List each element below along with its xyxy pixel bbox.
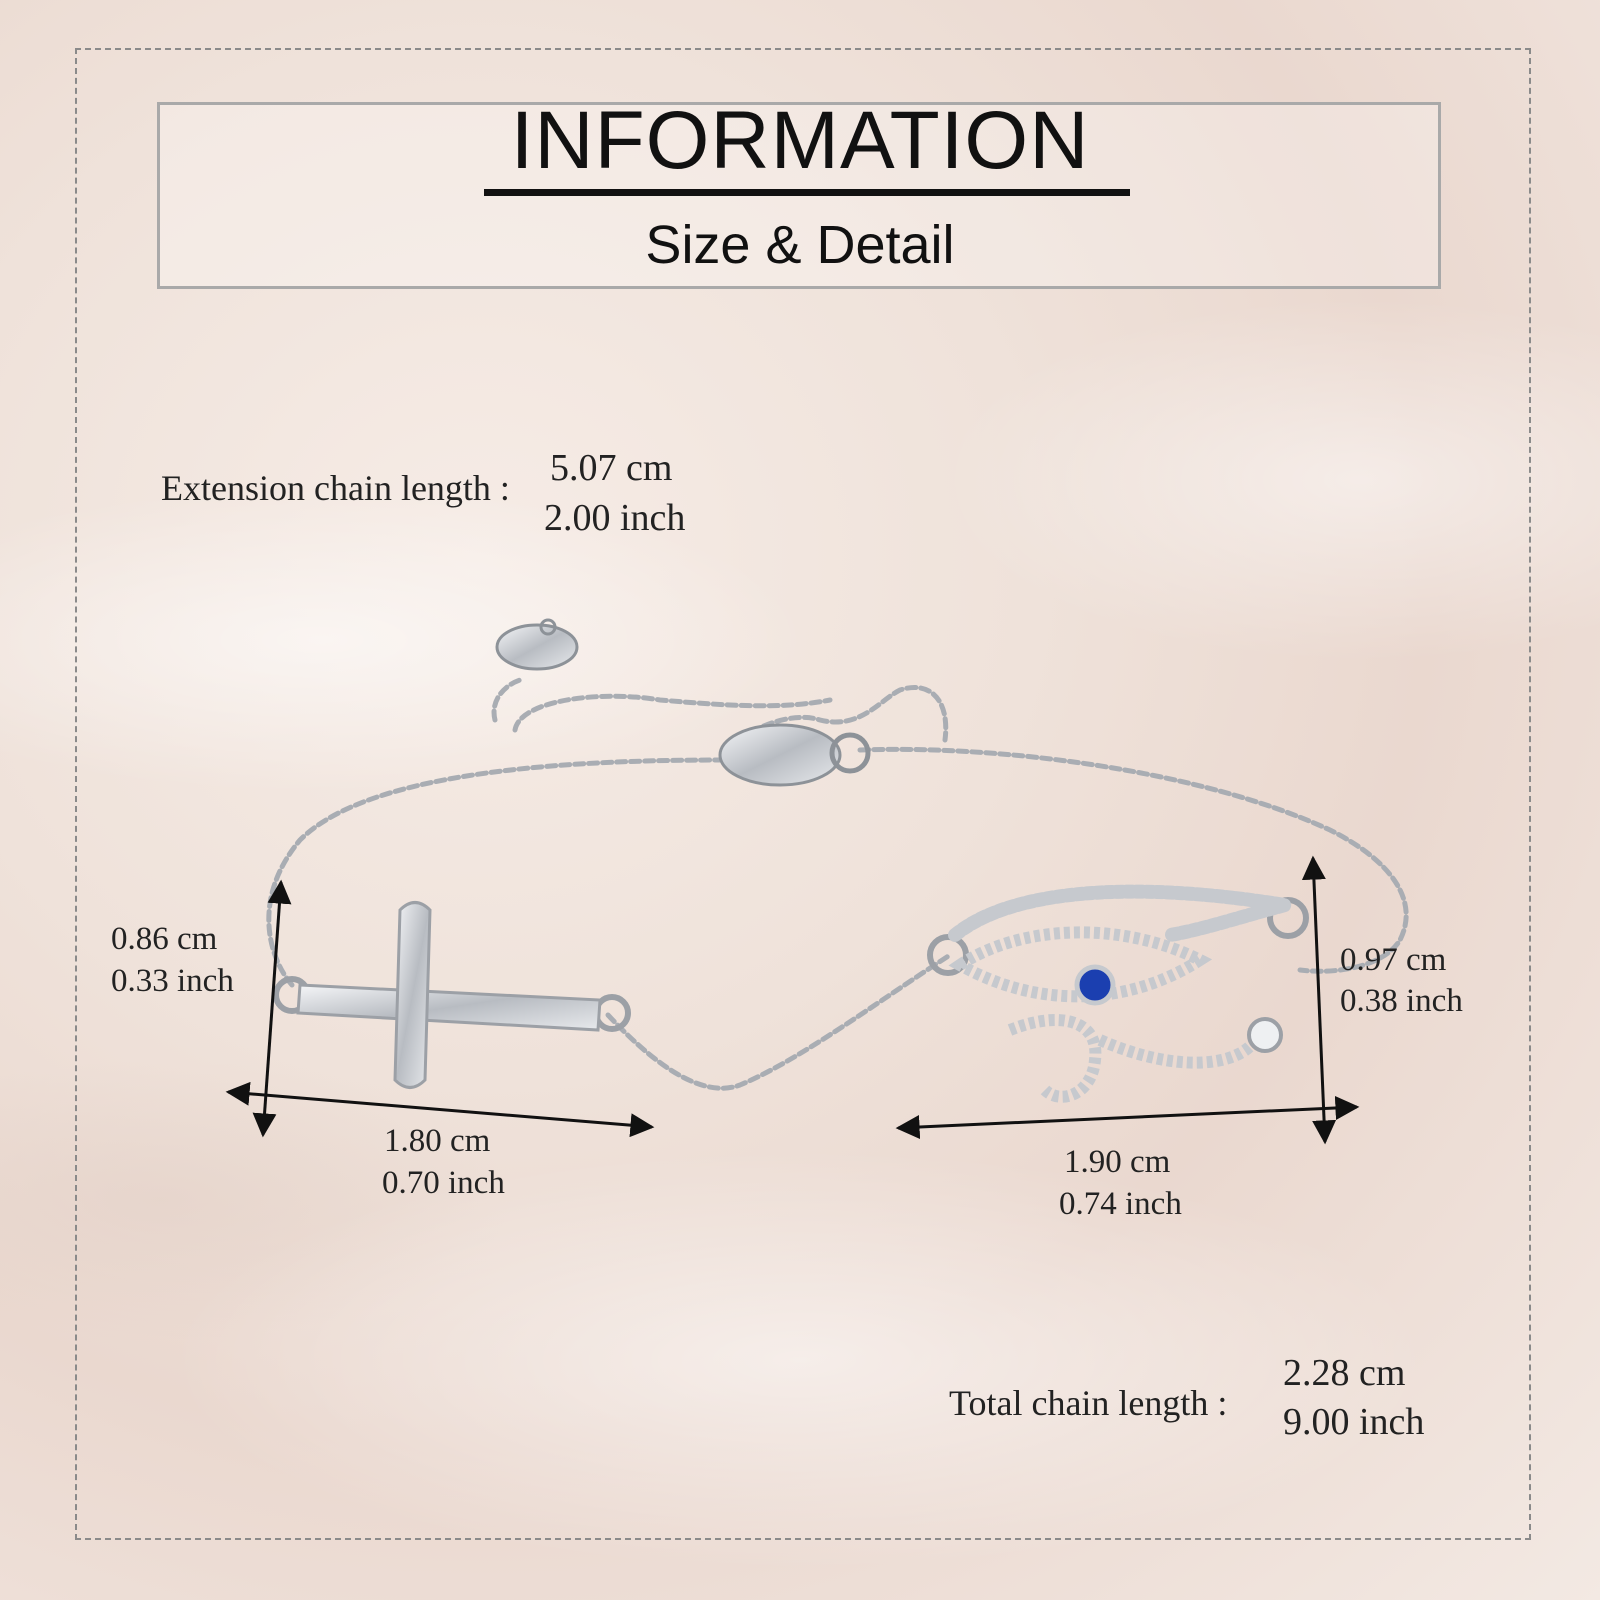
cross-width-arrow: [225, 1081, 655, 1138]
cross-width-cm: 1.80 cm: [384, 1123, 491, 1159]
dashed-frame: [75, 48, 1531, 1540]
title-underline: [484, 189, 1130, 196]
eye-of-horus-pendant: [927, 884, 1309, 1103]
eye-width-arrow: [895, 1095, 1360, 1140]
total-chain-cm: 2.28 cm: [1283, 1352, 1406, 1394]
cross-pendant: [273, 901, 631, 1089]
eye-width-inch: 0.74 inch: [1059, 1186, 1182, 1222]
cross-height-inch: 0.33 inch: [111, 963, 234, 999]
info-subtitle: Size & Detail: [645, 215, 955, 275]
extension-chain-inch: 2.00 inch: [544, 497, 686, 539]
extension-chain-label: Extension chain length :: [161, 468, 510, 508]
total-chain-label: Total chain length :: [949, 1383, 1228, 1423]
eye-height-inch: 0.38 inch: [1340, 983, 1463, 1019]
total-chain-inch: 9.00 inch: [1283, 1401, 1425, 1443]
dimension-arrows: [225, 855, 1360, 1145]
cross-width-inch: 0.70 inch: [382, 1165, 505, 1201]
clasp: [718, 723, 871, 787]
eye-height-arrow: [1301, 855, 1337, 1145]
extension-tag: [495, 618, 579, 671]
eye-width-cm: 1.90 cm: [1064, 1144, 1171, 1180]
info-title: INFORMATION: [510, 95, 1090, 186]
cross-height-cm: 0.86 cm: [111, 921, 218, 957]
eye-height-cm: 0.97 cm: [1340, 942, 1447, 978]
extension-chain-cm: 5.07 cm: [550, 447, 673, 489]
